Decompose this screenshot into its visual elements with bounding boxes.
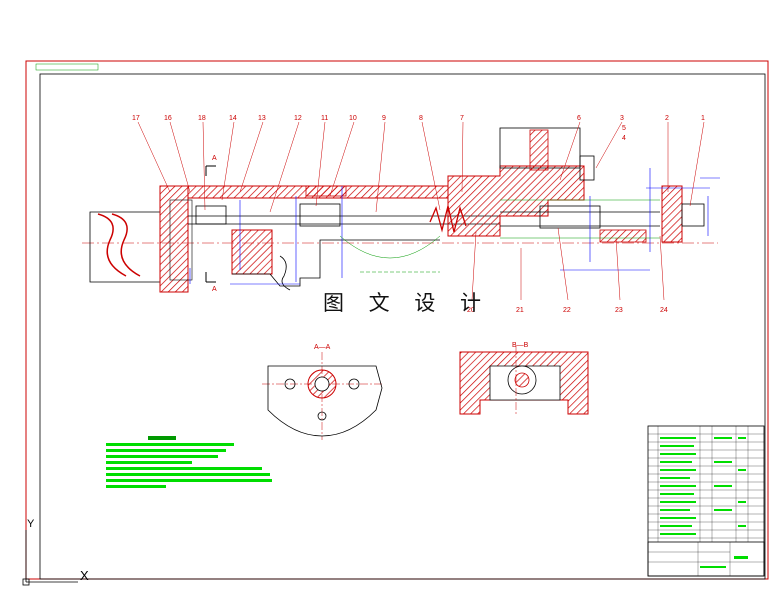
note-line (106, 473, 270, 476)
bolt-3 (579, 155, 595, 181)
note-line (106, 455, 218, 458)
section-label: A (212, 286, 217, 293)
parts-list-grid (648, 426, 764, 576)
base-break (279, 255, 291, 291)
parts-list-text (660, 437, 748, 568)
spring-seat (305, 185, 347, 197)
section-view-title: B—B (512, 342, 529, 349)
part-number: 11 (321, 115, 328, 122)
y-axis-label: Y (27, 518, 35, 530)
section-view-title: A—A (314, 344, 331, 351)
technical-notes (106, 436, 272, 488)
note-line (106, 461, 192, 464)
part-number: 16 (164, 115, 172, 122)
main-assembly-view: 17 16 18 14 13 12 11 10 9 8 7 6 5 4 3 2 … (82, 115, 720, 314)
part-number: 23 (615, 307, 623, 314)
part-number: 22 (563, 307, 571, 314)
x-axis-label: X (80, 568, 89, 583)
part-number: 3 (620, 115, 624, 122)
part-number: 18 (198, 115, 206, 122)
outer-border (25, 60, 769, 580)
bearing-mid (299, 203, 341, 227)
part-number: 1 (701, 115, 705, 122)
part-number: 4 (622, 135, 626, 142)
part-numbers-bottom: 20 21 22 23 24 (467, 307, 668, 314)
break-line-2 (111, 213, 141, 277)
part-number: 9 (382, 115, 386, 122)
top-left-stamp (35, 63, 99, 71)
section-a-marker: A A (205, 155, 217, 293)
part-number: 2 (665, 115, 669, 122)
title-block (647, 425, 765, 577)
part-number: 5 (622, 125, 626, 132)
part-number: 7 (460, 115, 464, 122)
ucs-axis-icon: Y X (22, 518, 89, 586)
note-line (106, 467, 262, 470)
part-number: 21 (516, 307, 524, 314)
part-number: 6 (577, 115, 581, 122)
section-aa-view: A—A (262, 344, 384, 440)
note-line (106, 443, 234, 446)
leader-lines (137, 121, 705, 301)
left-flange-bore (169, 199, 193, 281)
right-flange (661, 185, 683, 243)
section-label: A (212, 155, 217, 162)
section-bb-view: B—B (459, 342, 589, 415)
part-number: 10 (349, 115, 357, 122)
part-number: 24 (660, 307, 668, 314)
part-numbers-top: 17 16 18 14 13 12 11 10 9 8 7 6 5 4 3 2 … (132, 115, 705, 142)
note-line (106, 449, 226, 452)
left-flange (159, 185, 189, 293)
watermark-bg (318, 286, 454, 316)
part-number: 13 (258, 115, 266, 122)
watermark: 图 文 设 计 (323, 291, 490, 315)
right-support (599, 229, 647, 243)
part-number: 14 (229, 115, 237, 122)
end-nut (681, 203, 705, 227)
part-number: 20 (467, 307, 475, 314)
part-number: 8 (419, 115, 423, 122)
lower-base-profile (232, 239, 440, 287)
bearing-left (195, 205, 227, 225)
part-number: 17 (132, 115, 140, 122)
note-line (106, 485, 166, 488)
notes-title-bar (148, 436, 176, 440)
note-line (106, 479, 272, 482)
inner-frame (39, 73, 766, 580)
thin-lines (339, 199, 660, 273)
upper-pin (529, 129, 549, 171)
bearing-right (539, 205, 601, 229)
gearbox-housing (447, 165, 585, 237)
break-line (97, 213, 127, 277)
part-number: 12 (294, 115, 302, 122)
lower-bracket (231, 229, 273, 275)
